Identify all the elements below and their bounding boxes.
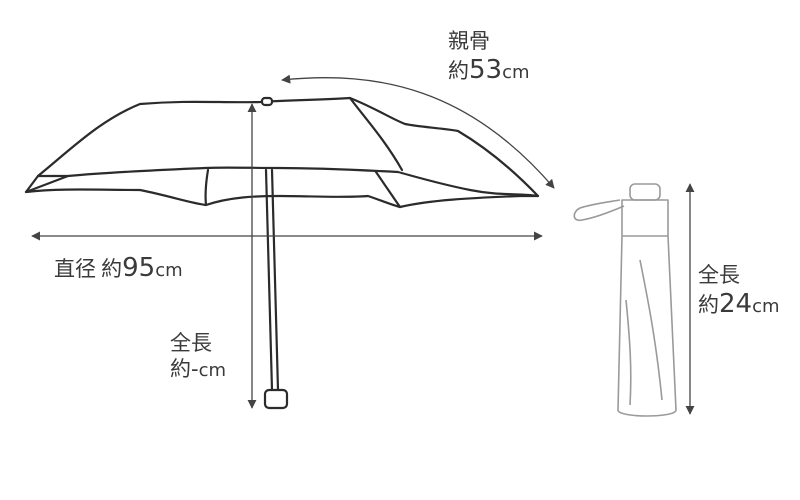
shaft bbox=[270, 168, 280, 392]
closed-length-unit: cm bbox=[752, 296, 780, 318]
diameter-value: 95 bbox=[122, 253, 156, 283]
handle bbox=[263, 388, 289, 410]
canopy-outline bbox=[24, 96, 540, 198]
open-length-value: - bbox=[191, 357, 199, 382]
closed-top-cap bbox=[629, 183, 661, 201]
rib-length-approx: 約 bbox=[448, 59, 469, 84]
open-length-approx: 約 bbox=[170, 357, 191, 382]
canopy-lower-edge bbox=[24, 188, 540, 209]
canopy-rib bbox=[374, 170, 402, 209]
rib-length-value: 53 bbox=[469, 55, 503, 86]
wrist-strap bbox=[573, 199, 625, 222]
rib-length-unit: cm bbox=[502, 62, 530, 84]
rib-length-label: 親骨 約53cm bbox=[448, 28, 530, 87]
closed-length-value: 24 bbox=[719, 289, 753, 320]
open-length-unit: cm bbox=[198, 360, 227, 382]
closed-body bbox=[617, 199, 677, 417]
open-length-label: 全長 約-cm bbox=[170, 330, 226, 383]
closed-length-label: 全長 約24cm bbox=[698, 262, 780, 321]
rib-length-name: 親骨 bbox=[448, 29, 490, 53]
diameter-approx: 約 bbox=[101, 257, 123, 281]
shaft bbox=[264, 168, 274, 392]
closed-length-name: 全長 bbox=[698, 263, 740, 287]
closed-fold bbox=[639, 259, 663, 401]
closed-length-approx: 約 bbox=[698, 293, 719, 318]
diameter-label: 直径 約95cm bbox=[54, 252, 183, 285]
closed-umbrella bbox=[573, 183, 677, 417]
canopy-rib bbox=[204, 168, 210, 207]
rib-length-arrow bbox=[281, 74, 555, 189]
diameter-name: 直径 bbox=[54, 257, 96, 281]
diameter-unit: cm bbox=[155, 260, 183, 281]
closed-fold bbox=[625, 299, 632, 406]
canopy-tip bbox=[260, 96, 274, 107]
open-length-name: 全長 bbox=[170, 331, 212, 355]
